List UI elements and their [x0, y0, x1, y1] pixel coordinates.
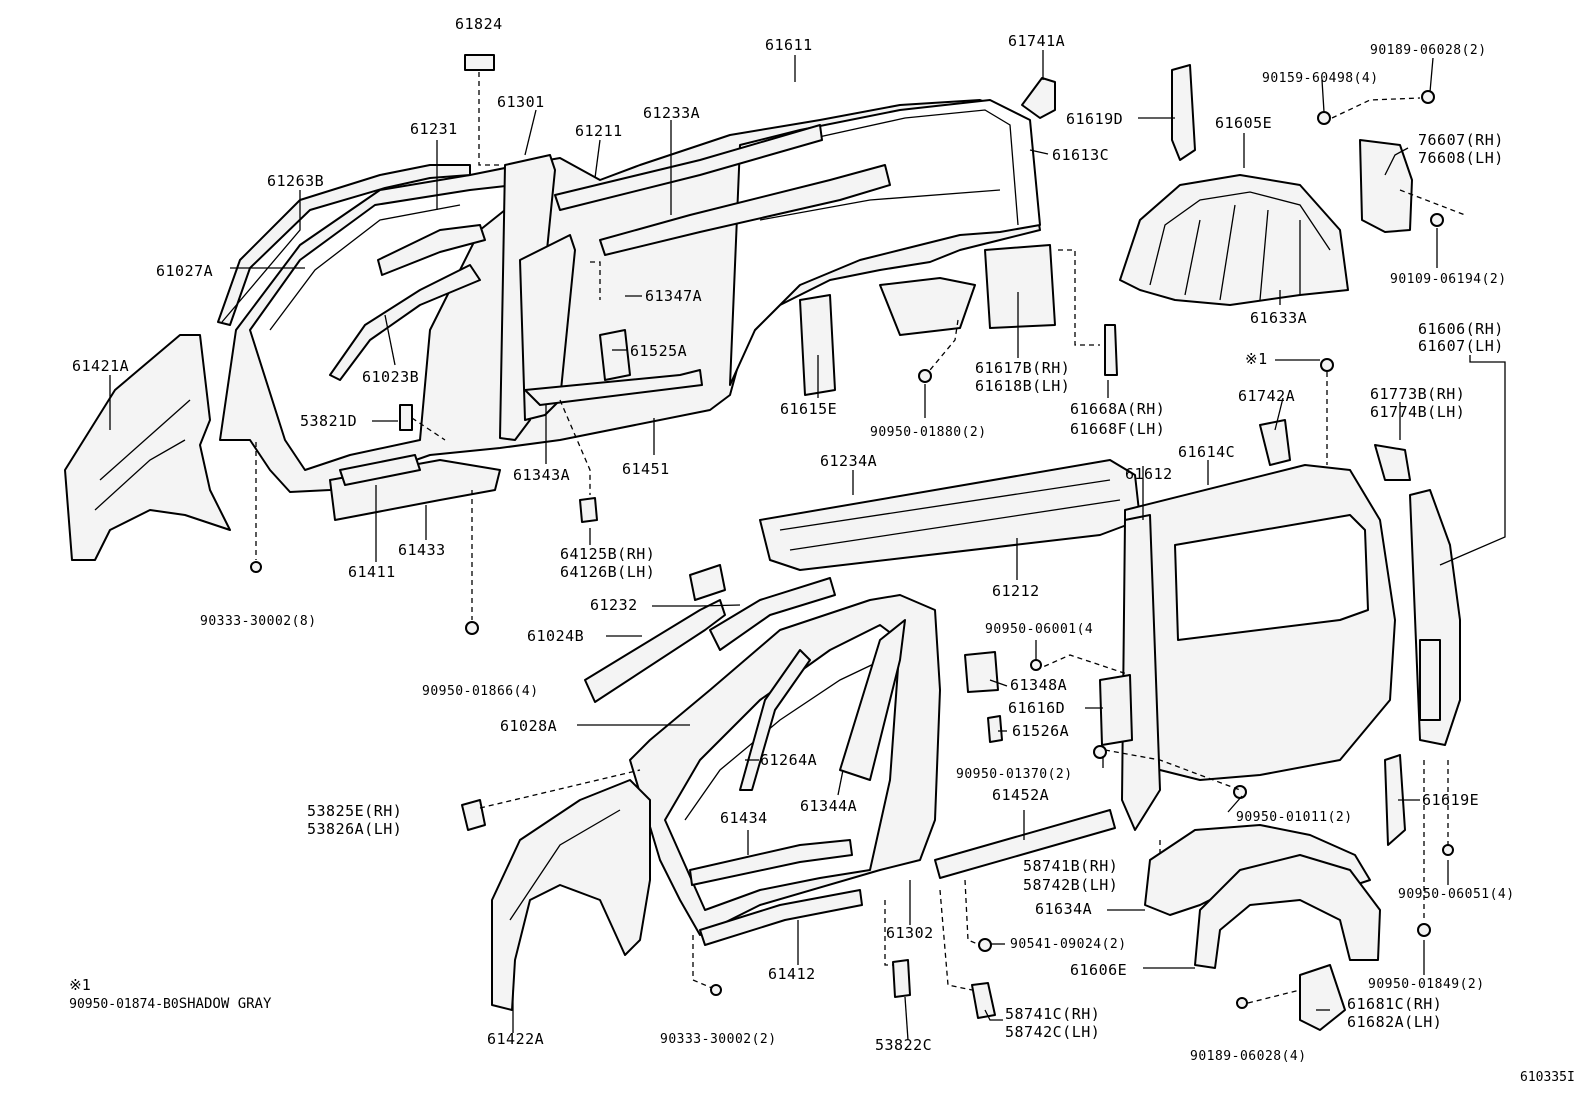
part-label: 61824: [455, 15, 503, 33]
part-label: 90541-09024(2): [1010, 937, 1127, 952]
part-label: 61412: [768, 965, 816, 983]
part-label: 90333-30002(2): [660, 1032, 777, 1047]
part-label: 90159-60498(4): [1262, 71, 1379, 86]
part-label: 61525A: [630, 342, 688, 360]
part-label: 61421A: [72, 357, 130, 375]
part-label: 61606E: [1070, 961, 1128, 979]
dashed-connections: [255, 72, 1466, 1004]
leader-lines: [109, 50, 1506, 1041]
part-label: 61302: [886, 924, 934, 942]
part-label: 76608(LH): [1418, 149, 1504, 167]
part-label: 53826A(LH): [307, 820, 403, 838]
part-label: 61614C: [1178, 443, 1236, 461]
part-label: 90189-06028(4): [1190, 1049, 1307, 1064]
part-label: 61773B(RH): [1370, 385, 1466, 403]
part-label: 90950-06051(4): [1398, 887, 1515, 902]
part-label: 61668F(LH): [1070, 420, 1166, 438]
part-label: 58741C(RH): [1005, 1005, 1101, 1023]
part-label: 58742C(LH): [1005, 1023, 1101, 1041]
part-label: 61742A: [1238, 387, 1296, 405]
wheel-apron-lower: [491, 779, 651, 1011]
part-label: 90950-01011(2): [1236, 810, 1353, 825]
part-label: 53825E(RH): [307, 802, 403, 820]
part-label: 90950-01880(2): [870, 425, 987, 440]
figure-number: 610335I: [1520, 1070, 1575, 1085]
part-label: 61681C(RH): [1347, 995, 1443, 1013]
part-label: 90950-01370(2): [956, 767, 1073, 782]
part-label: 61613C: [1052, 146, 1110, 164]
part-label: 61618B(LH): [975, 377, 1071, 395]
footnote-color: SHADOW GRAY: [178, 996, 272, 1012]
part-label: 90333-30002(8): [200, 614, 317, 629]
footnote: ※1 90950-01874-B0SHADOW GRAY: [33, 958, 271, 1030]
part-label: 61606(RH): [1418, 320, 1504, 338]
part-label: 61434: [720, 809, 768, 827]
part-label: ※1: [1245, 350, 1268, 368]
part-label: 61433: [398, 541, 446, 559]
fastener-icons: [250, 90, 1454, 1009]
part-label: 61343A: [513, 466, 571, 484]
part-label: 58742B(LH): [1023, 876, 1119, 894]
part-label: 61344A: [800, 797, 858, 815]
part-label: 58741B(RH): [1023, 857, 1119, 875]
part-label: 61232: [590, 596, 638, 614]
part-label: 64126B(LH): [560, 563, 656, 581]
part-label: 53822C: [875, 1036, 933, 1054]
part-label: 61774B(LH): [1370, 403, 1466, 421]
part-label: 61617B(RH): [975, 359, 1071, 377]
part-label: 61668A(RH): [1070, 400, 1166, 418]
part-label: 76607(RH): [1418, 131, 1504, 149]
part-label: 61212: [992, 582, 1040, 600]
part-label: 64125B(RH): [560, 545, 656, 563]
part-label: 61348A: [1010, 676, 1068, 694]
part-label: 61231: [410, 120, 458, 138]
lower-side-panel: [629, 459, 1461, 936]
part-label: 61028A: [500, 717, 558, 735]
part-label: 61024B: [527, 627, 585, 645]
part-label: 61633A: [1250, 309, 1308, 327]
part-label: 61741A: [1008, 32, 1066, 50]
part-label: 61233A: [643, 104, 701, 122]
part-label: 61301: [497, 93, 545, 111]
part-label: 61264A: [760, 751, 818, 769]
part-label: 61611: [765, 36, 813, 54]
part-label: 61027A: [156, 262, 214, 280]
part-label: 61347A: [645, 287, 703, 305]
part-label: 90950-01849(2): [1368, 977, 1485, 992]
wheel-housing-upper: [1119, 174, 1349, 306]
part-label: 90950-06001(4: [985, 622, 1094, 637]
wheel-apron-upper: [64, 334, 231, 561]
part-label: 61605E: [1215, 114, 1273, 132]
part-label: 90189-06028(2): [1370, 43, 1487, 58]
footnote-mark: ※1: [69, 976, 91, 994]
part-label: 90109-06194(2): [1390, 272, 1507, 287]
part-label: 61211: [575, 122, 623, 140]
part-label: 90950-01866(4): [422, 684, 539, 699]
part-label: 61526A: [1012, 722, 1070, 740]
part-label: 61452A: [992, 786, 1050, 804]
part-label: 61682A(LH): [1347, 1013, 1443, 1031]
part-label: 61451: [622, 460, 670, 478]
part-label: 61607(LH): [1418, 337, 1504, 355]
part-label: 53821D: [300, 412, 358, 430]
part-label: 61619D: [1066, 110, 1124, 128]
rocker-lower: [699, 889, 863, 946]
part-label: 61411: [348, 563, 396, 581]
part-label: 61263B: [267, 172, 325, 190]
part-label: 61619E: [1422, 791, 1480, 809]
part-label: 61615E: [780, 400, 838, 418]
part-label: 61634A: [1035, 900, 1093, 918]
part-label: 61422A: [487, 1030, 545, 1048]
part-label: 61612: [1125, 465, 1173, 483]
footnote-part-number: 90950-01874-B0: [69, 997, 179, 1012]
part-label: 61616D: [1008, 699, 1066, 717]
part-label: 61023B: [362, 368, 420, 386]
part-label: 61234A: [820, 452, 878, 470]
